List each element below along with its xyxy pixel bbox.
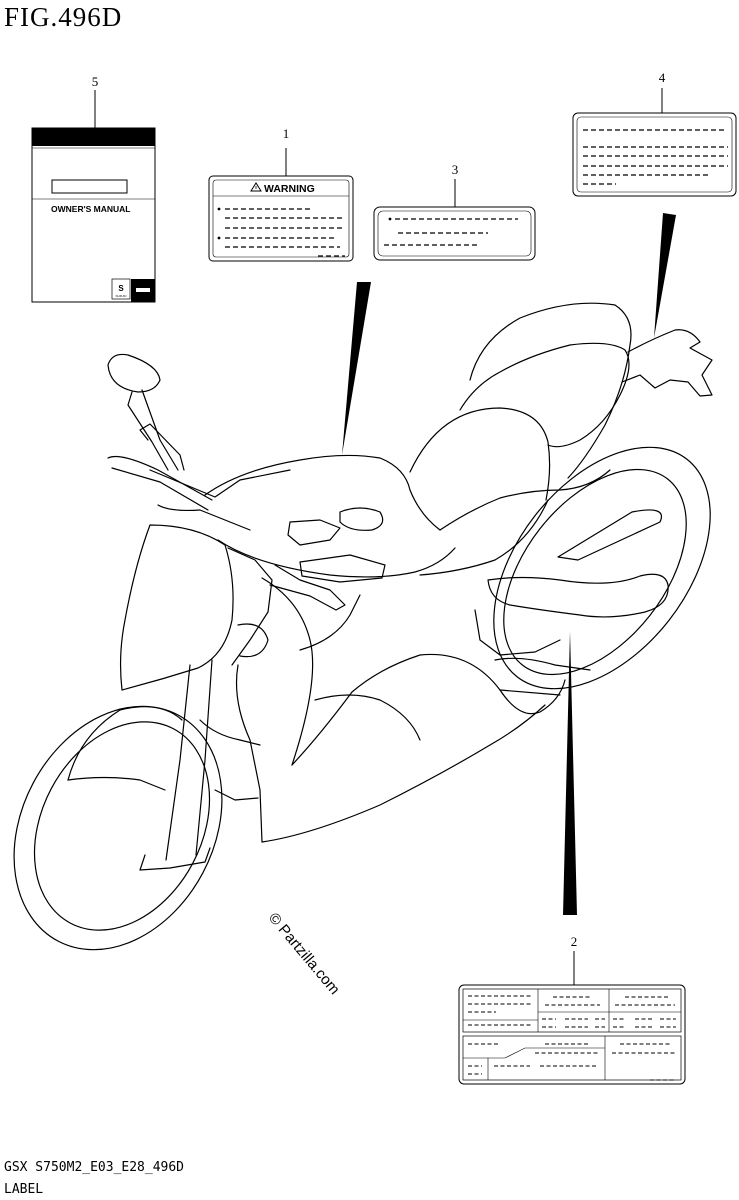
part-2-label[interactable]: 2 xyxy=(458,934,686,1085)
pointer-arrow-part-4 xyxy=(654,213,676,338)
pointer-arrow-part-1 xyxy=(342,282,371,455)
callout-number-4: 4 xyxy=(659,70,666,85)
watermark: © Partzilla.com xyxy=(265,910,343,998)
figure-caption: LABEL xyxy=(4,1182,44,1197)
drawing-code: GSX S750M2_E03_E28_496D xyxy=(4,1160,185,1175)
part-1-warning-label[interactable]: 1 WARNING xyxy=(208,126,354,262)
callout-number-1: 1 xyxy=(283,126,290,141)
figure-title: FIG.496D xyxy=(4,2,123,32)
motorcycle-outline xyxy=(13,302,713,951)
warning-label-heading: WARNING xyxy=(264,183,315,195)
callout-number-2: 2 xyxy=(571,934,578,949)
callout-number-5: 5 xyxy=(92,74,99,89)
part-5-owners-manual[interactable]: 5 OWNER'S MANUAL S SUZUKI xyxy=(31,74,156,303)
callout-number-3: 3 xyxy=(452,162,459,177)
warning-triangle-icon xyxy=(250,182,262,192)
owners-manual-title: OWNER'S MANUAL xyxy=(51,204,130,214)
part-3-label[interactable]: 3 xyxy=(373,162,536,261)
manual-brand-mark: SUZUKI xyxy=(115,294,126,298)
part-4-label[interactable]: 4 xyxy=(572,70,737,197)
pointer-arrow-part-2 xyxy=(563,631,577,915)
suzuki-s-logo-icon: S xyxy=(118,284,124,293)
